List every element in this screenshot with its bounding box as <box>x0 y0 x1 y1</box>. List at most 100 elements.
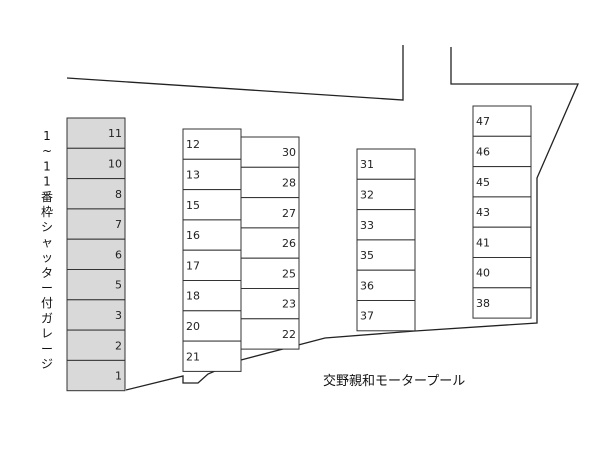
parking-space[interactable]: 23 <box>240 288 300 320</box>
parking-space-box <box>182 189 242 221</box>
parking-space[interactable]: 41 <box>472 226 532 258</box>
parking-space[interactable]: 1 <box>66 359 126 392</box>
parking-space[interactable]: 26 <box>240 227 300 259</box>
garage-label-char: シ <box>41 220 53 234</box>
space-number: 23 <box>282 298 296 311</box>
space-number: 8 <box>115 188 122 201</box>
space-number: 37 <box>360 310 374 323</box>
space-number: 47 <box>476 115 490 128</box>
parking-space-box <box>240 136 300 168</box>
parking-space[interactable]: 27 <box>240 197 300 229</box>
parking-column-c: 31 32 33 35 36 37 <box>356 148 416 332</box>
parking-space-box <box>356 209 416 241</box>
space-number: 30 <box>282 146 296 159</box>
parking-space[interactable]: 5 <box>66 269 126 301</box>
parking-space[interactable]: 12 <box>182 128 242 160</box>
parking-space-box <box>182 340 242 372</box>
parking-space-box <box>240 318 300 350</box>
parking-space[interactable]: 7 <box>66 208 126 240</box>
parking-space-box <box>472 196 532 228</box>
garage-label-char: ~ <box>42 144 52 158</box>
parking-space-box <box>472 166 532 198</box>
parking-space[interactable]: 3 <box>66 299 126 331</box>
parking-space-box <box>66 208 126 240</box>
space-number: 15 <box>186 199 200 212</box>
space-number: 3 <box>115 309 122 322</box>
garage-label-char: 1 <box>43 159 51 173</box>
garage-label-char: レ <box>41 327 53 341</box>
parking-space[interactable]: 46 <box>472 135 532 168</box>
space-number: 27 <box>282 207 296 220</box>
parking-space[interactable]: 35 <box>356 239 416 271</box>
space-number: 26 <box>282 237 296 250</box>
parking-column-b: 30 28 27 26 25 23 22 <box>240 136 300 350</box>
parking-space-box <box>66 299 126 331</box>
parking-space-box <box>66 269 126 301</box>
garage-label-char: ッ <box>41 251 53 265</box>
space-number: 22 <box>282 328 296 341</box>
parking-space-box <box>66 147 126 180</box>
garage-label-char: ジ <box>41 357 53 371</box>
parking-space[interactable]: 47 <box>472 105 532 137</box>
parking-space[interactable]: 17 <box>182 249 242 281</box>
space-number: 28 <box>282 176 296 189</box>
parking-space[interactable]: 6 <box>66 238 126 270</box>
parking-space[interactable]: 30 <box>240 136 300 168</box>
space-number: 40 <box>476 267 490 280</box>
garage-label-char: ー <box>41 342 53 356</box>
garage-label-char: 番 <box>41 190 53 204</box>
parking-space-box <box>66 117 126 149</box>
lot-boundary <box>66 45 579 391</box>
parking-space[interactable]: 37 <box>356 300 416 332</box>
parking-space-box <box>182 280 242 312</box>
parking-space-box <box>356 300 416 332</box>
parking-space[interactable]: 8 <box>66 178 126 210</box>
parking-space-box <box>472 257 532 289</box>
parking-space-box <box>66 359 126 392</box>
lot-name: 交野親和モータープール <box>323 373 465 389</box>
garage-label-char: 1 <box>43 175 51 189</box>
space-number: 12 <box>186 138 200 151</box>
parking-space-box <box>66 238 126 270</box>
parking-space[interactable]: 36 <box>356 269 416 302</box>
parking-space[interactable]: 10 <box>66 147 126 180</box>
parking-space[interactable]: 11 <box>66 117 126 149</box>
parking-space[interactable]: 33 <box>356 209 416 241</box>
parking-space[interactable]: 40 <box>472 257 532 289</box>
parking-space[interactable]: 13 <box>182 158 242 191</box>
space-number: 43 <box>476 206 490 219</box>
parking-space[interactable]: 31 <box>356 148 416 180</box>
garage-spaces: 11 10 8 7 65 3 21 <box>66 117 126 392</box>
parking-space[interactable]: 28 <box>240 166 300 199</box>
parking-space[interactable]: 16 <box>182 219 242 251</box>
parking-space-box <box>240 227 300 259</box>
space-number: 7 <box>115 218 122 231</box>
parking-space[interactable]: 22 <box>240 318 300 350</box>
parking-space[interactable]: 21 <box>182 340 242 372</box>
space-number: 16 <box>186 229 200 242</box>
space-number: 32 <box>360 188 374 201</box>
parking-space[interactable]: 2 <box>66 329 126 361</box>
parking-space-box <box>356 148 416 180</box>
space-number: 10 <box>108 157 122 170</box>
space-number: 17 <box>186 259 200 272</box>
space-number: 45 <box>476 176 490 189</box>
garage-label-char: 1 <box>43 129 51 143</box>
space-number: 18 <box>186 290 200 303</box>
space-number: 41 <box>476 236 490 249</box>
garage-label-char: ャ <box>41 235 53 249</box>
parking-space[interactable]: 32 <box>356 178 416 211</box>
parking-space-box <box>356 269 416 302</box>
space-number: 25 <box>282 267 296 280</box>
parking-space-box <box>182 249 242 281</box>
parking-space[interactable]: 25 <box>240 257 300 290</box>
parking-space[interactable]: 15 <box>182 189 242 221</box>
parking-space[interactable]: 38 <box>472 287 532 319</box>
parking-space[interactable]: 43 <box>472 196 532 228</box>
space-number: 46 <box>476 145 490 158</box>
parking-space[interactable]: 20 <box>182 310 242 342</box>
parking-space[interactable]: 18 <box>182 280 242 312</box>
space-number: 35 <box>360 249 374 262</box>
parking-space[interactable]: 45 <box>472 166 532 198</box>
